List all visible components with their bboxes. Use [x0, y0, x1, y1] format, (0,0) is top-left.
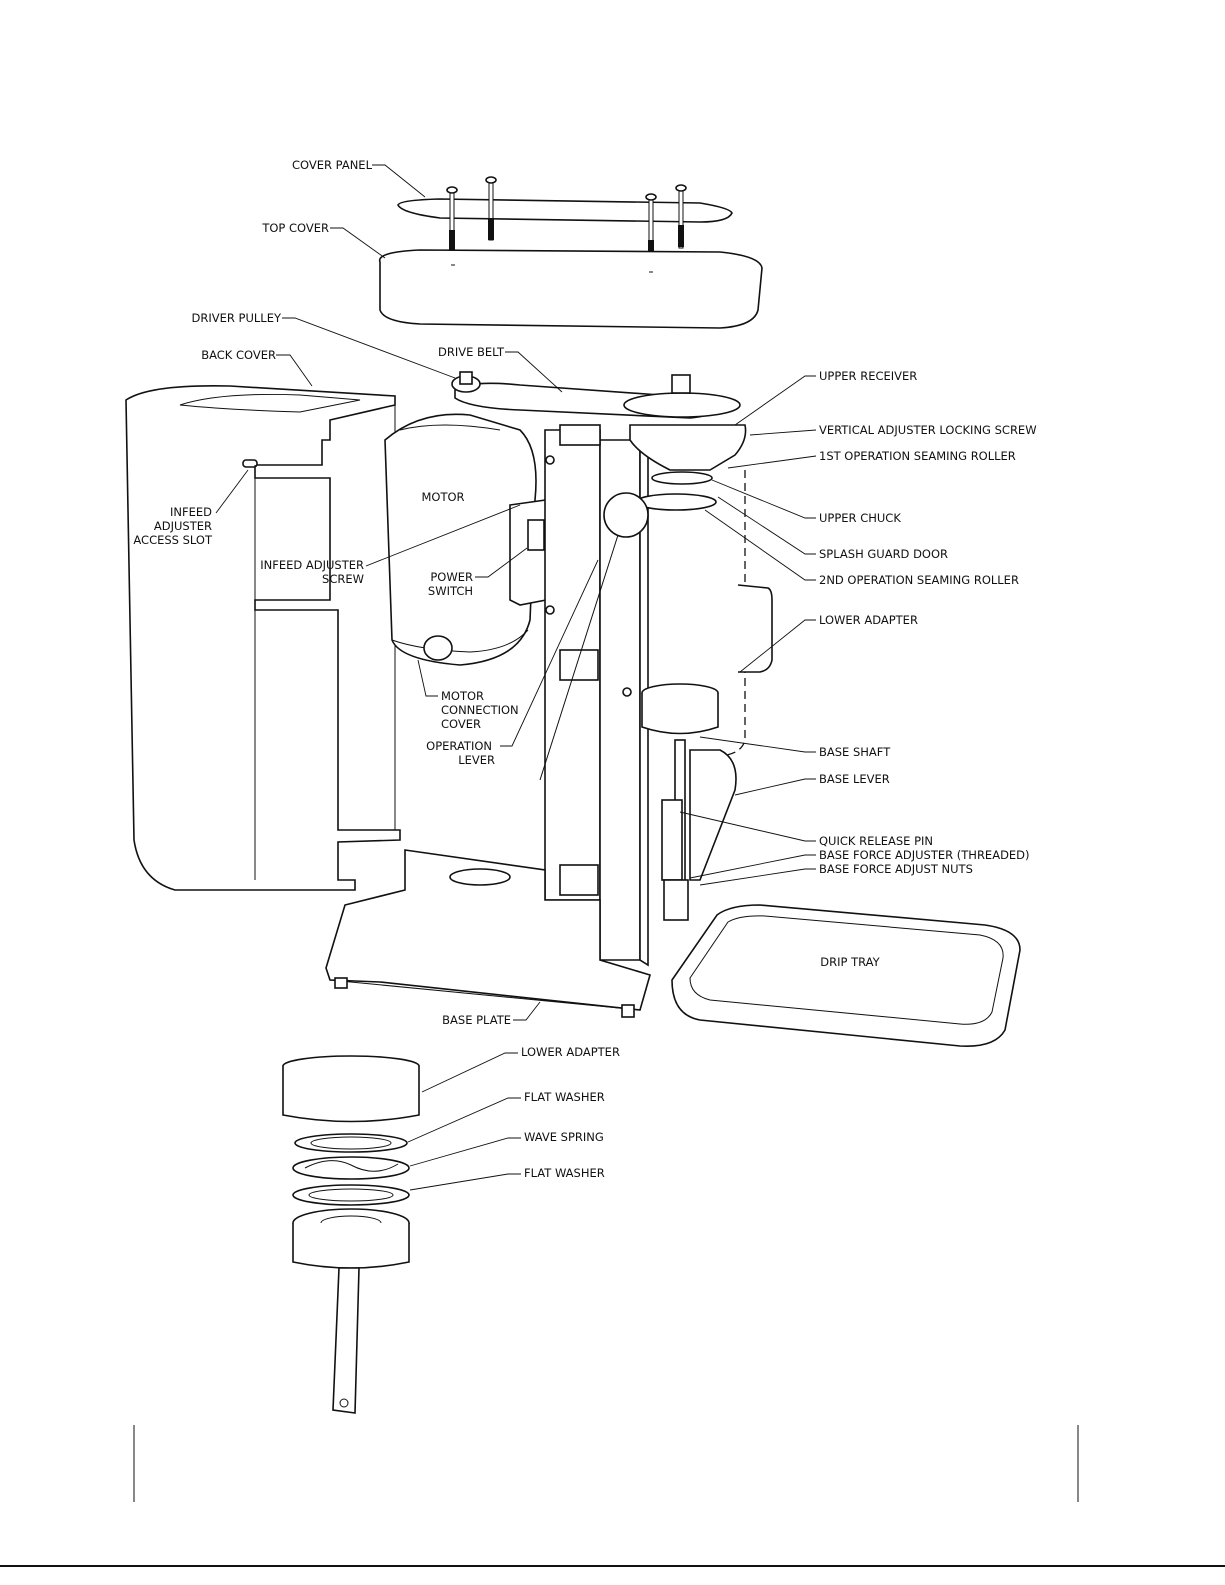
label-power-switch-line-2: SWITCH — [428, 584, 473, 598]
label-power-switch-line-1: POWER — [430, 570, 473, 584]
label-upper-receiver: UPPER RECEIVER — [819, 369, 917, 383]
label-cover-panel: COVER PANEL — [292, 158, 373, 172]
top-cover-part — [378, 249, 763, 329]
base-plate-part — [325, 849, 651, 1018]
flat-washer-2-part — [292, 1184, 410, 1206]
label-lower-adapter: LOWER ADAPTER — [819, 613, 918, 627]
base-lever-part — [661, 739, 737, 921]
label-2nd-operation-seaming-roller: 2ND OPERATION SEAMING ROLLER — [819, 573, 1019, 587]
label-motor-connection-cover-line-2: CONNECTION — [441, 703, 519, 717]
label-back-cover: BACK COVER — [201, 348, 276, 362]
label-flat-washer-2: FLAT WASHER — [524, 1166, 605, 1180]
upper-receiver-part — [623, 374, 747, 511]
motor-part — [384, 413, 537, 666]
base-shaft-detail-part — [292, 1208, 410, 1414]
label-lower-adapter-detail: LOWER ADAPTER — [521, 1045, 620, 1059]
label-operation-lever-line-1: OPERATION — [426, 739, 492, 753]
frame-part — [544, 424, 649, 967]
lower-adapter-installed — [641, 683, 719, 735]
callout-labels: COVER PANEL TOP COVER DRIVER PULLEY BACK… — [133, 158, 1036, 1180]
label-splash-guard-door: SPLASH GUARD DOOR — [819, 547, 948, 561]
label-infeed-adjuster-screw-line-2: SCREW — [322, 572, 364, 586]
label-infeed-line-3: ACCESS SLOT — [133, 533, 213, 547]
label-base-plate: BASE PLATE — [442, 1013, 511, 1027]
lower-adapter-detail-part — [282, 1055, 420, 1123]
label-base-force-adjust-nuts: BASE FORCE ADJUST NUTS — [819, 862, 973, 876]
label-infeed-line-1: INFEED — [170, 505, 212, 519]
label-base-force-adjuster: BASE FORCE ADJUSTER (THREADED) — [819, 848, 1030, 862]
label-drive-belt: DRIVE BELT — [438, 345, 505, 359]
label-wave-spring: WAVE SPRING — [524, 1130, 604, 1144]
back-cover-part — [125, 384, 401, 891]
label-upper-chuck: UPPER CHUCK — [819, 511, 901, 525]
label-driver-pulley: DRIVER PULLEY — [192, 311, 282, 325]
label-operation-lever-line-2: LEVER — [458, 753, 495, 767]
label-top-cover: TOP COVER — [261, 221, 329, 235]
flat-washer-1-part — [294, 1133, 408, 1153]
cover-panel-screws — [446, 176, 687, 264]
cover-panel-part — [397, 176, 733, 264]
label-base-shaft: BASE SHAFT — [819, 745, 891, 759]
drip-tray-part — [671, 904, 1021, 1047]
label-infeed-adjuster-screw-line-1: INFEED ADJUSTER — [260, 558, 364, 572]
wave-spring-part — [292, 1156, 410, 1180]
label-motor-connection-cover-line-3: COVER — [441, 717, 481, 731]
label-motor-connection-cover-line-1: MOTOR — [441, 689, 484, 703]
label-quick-release-pin: QUICK RELEASE PIN — [819, 834, 933, 848]
label-infeed-line-2: ADJUSTER — [154, 519, 212, 533]
label-flat-washer-1: FLAT WASHER — [524, 1090, 605, 1104]
label-base-lever: BASE LEVER — [819, 772, 890, 786]
label-drip-tray: DRIP TRAY — [820, 955, 880, 969]
label-1st-operation-seaming-roller: 1ST OPERATION SEAMING ROLLER — [819, 449, 1016, 463]
operation-lever-part — [539, 492, 649, 781]
label-vertical-adjuster-locking-screw: VERTICAL ADJUSTER LOCKING SCREW — [819, 423, 1037, 437]
label-motor: MOTOR — [421, 490, 464, 504]
leader-lines — [215, 164, 817, 1191]
